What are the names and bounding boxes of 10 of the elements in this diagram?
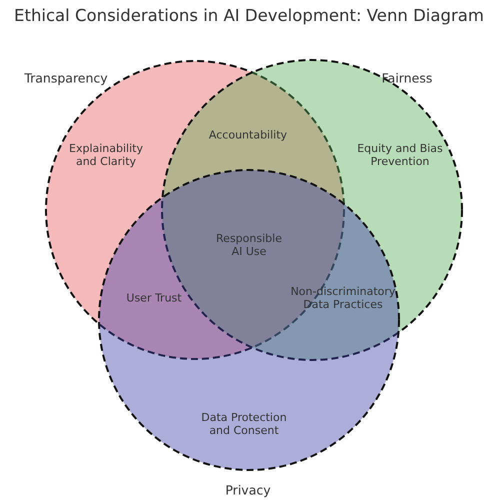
circle-heading: Privacy [225,484,271,496]
overlap-label: Responsible AI Use [215,232,283,258]
circle-label: Explainability and Clarity [68,142,144,168]
overlap-label: User Trust [125,292,183,304]
overlap-label: Accountability [208,128,288,142]
circle-label: Data Protection and Consent [200,411,288,437]
circle-heading: Transparency [24,72,108,84]
circle-heading: Fairness [382,72,432,84]
circle-label: Equity and Bias Prevention [356,142,444,168]
diagram-title: Ethical Considerations in AI Development: Venn Diagram [13,6,485,25]
